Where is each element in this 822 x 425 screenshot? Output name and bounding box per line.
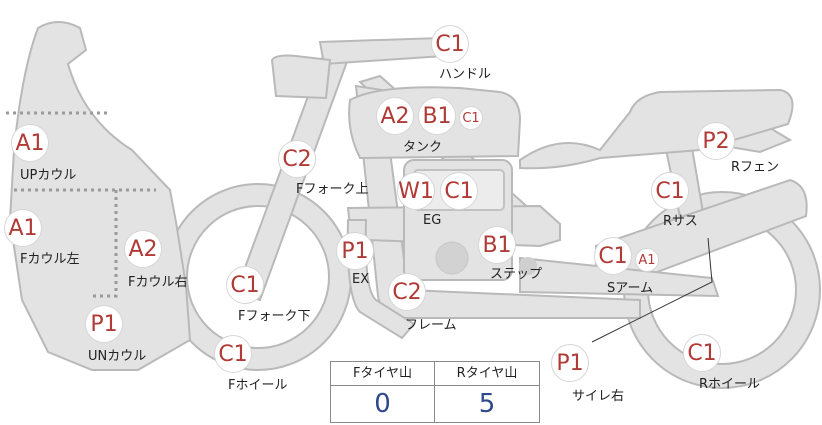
f-cowl-right-rating-badge: A2 [124,230,162,268]
tank-rating-badge-2: B1 [418,97,456,135]
f-cowl-left-rating-badge: A1 [4,209,42,247]
tank-rating-badge-3: C1 [459,106,483,130]
tank-rating-badge-1: A2 [376,97,414,135]
r-sus-rating-badge: C1 [651,172,689,210]
step-rating-badge: B1 [478,226,516,264]
r-fender-label: Rフェン [731,160,780,175]
f-fork-upper-label: Fフォーク上 [296,182,369,197]
tire-tread-table: Fタイヤ山 Rタイヤ山 0 5 [330,361,540,423]
un-cowl-rating-badge: P1 [85,305,123,343]
front-tire-header: Fタイヤ山 [331,362,435,386]
s-arm-rating-badge-2: A1 [635,248,659,272]
r-wheel-rating-badge: C1 [683,334,721,372]
seat-shape [519,88,794,170]
front-tire-value: 0 [331,386,435,423]
s-arm-label: Sアーム [607,281,654,296]
r-fender-rating-badge: P2 [697,122,735,160]
f-fork-lower-label: Fフォーク下 [238,309,311,324]
r-sus-label: Rサス [663,214,698,229]
rear-tire-header: Rタイヤ山 [435,362,539,386]
frame-rating-badge: C2 [388,273,426,311]
handle-rating-badge: C1 [431,25,469,63]
handlebar-shape [318,36,446,66]
f-fork-upper-rating-badge: C2 [278,140,316,178]
exhaust-rating-badge: P1 [336,232,374,270]
engine-label: EG [423,213,442,228]
silencer-right-rating-badge: P1 [551,344,589,382]
un-cowl-label: UNカウル [88,349,147,364]
handle-label: ハンドル [439,67,492,82]
silencer-right-label: サイレ右 [572,389,625,404]
rear-tire-value: 5 [478,389,496,419]
up-cowl-label: UPカウル [20,168,77,183]
frame-label: フレーム [405,318,457,333]
f-cowl-left-label: Fカウル左 [20,252,80,267]
f-wheel-label: Fホイール [228,378,288,393]
s-arm-rating-badge-1: C1 [594,237,632,275]
tank-label: タンク [403,140,443,155]
up-cowl-rating-badge: A1 [11,124,49,162]
r-wheel-label: Rホイール [699,377,761,392]
step-label: ステップ [490,267,543,282]
front-cowl-shape [8,21,192,371]
f-wheel-rating-badge: C1 [214,335,252,373]
f-fork-lower-rating-badge: C1 [226,266,264,304]
f-cowl-right-label: Fカウル右 [128,275,188,290]
engine-rating-badge-2: C1 [440,172,478,210]
exhaust-label: EX [352,272,370,287]
engine-rating-badge-1: W1 [397,172,435,210]
